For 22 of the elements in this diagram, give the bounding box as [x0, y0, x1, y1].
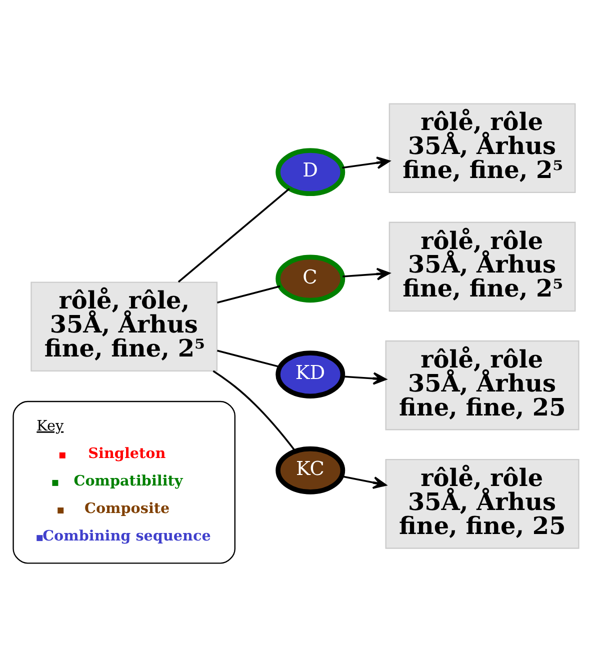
- node-ellipse: KD: [276, 350, 346, 398]
- node-ellipse: D: [276, 148, 346, 196]
- legend-label: Composite: [84, 500, 170, 517]
- connector: [217, 284, 280, 304]
- node-box: rôle̊, rôle 35Å, Århus ﬁne, fine, 2⁵: [388, 102, 576, 193]
- node-ellipse: KC: [276, 446, 346, 494]
- connector: [217, 349, 280, 368]
- node-box: rôle̊, rôle 35Å, Århus ﬁne, fine, 2⁵: [388, 221, 576, 312]
- label: Key: [36, 418, 64, 434]
- legend-label: Compatibility: [74, 472, 183, 489]
- node-box: rôle̊, rôle 35Å, Århus fine, fine, 25: [385, 340, 580, 430]
- connector: [212, 370, 296, 452]
- arrow: [342, 267, 390, 280]
- legend-label: Singleton: [88, 445, 166, 462]
- arrow: [341, 474, 387, 488]
- node-ellipse: C: [276, 254, 346, 302]
- connector: [178, 188, 290, 282]
- arrow: [342, 156, 390, 168]
- arrow: [342, 372, 387, 384]
- node-box: rôle̊, rôle 35Å, Århus fine, fine, 25: [385, 458, 580, 548]
- legend-label: Combining sequence: [42, 528, 211, 544]
- node-box: rôle̊, rôle, 35Å, Århus ﬁne, fine, 2⁵: [30, 281, 218, 372]
